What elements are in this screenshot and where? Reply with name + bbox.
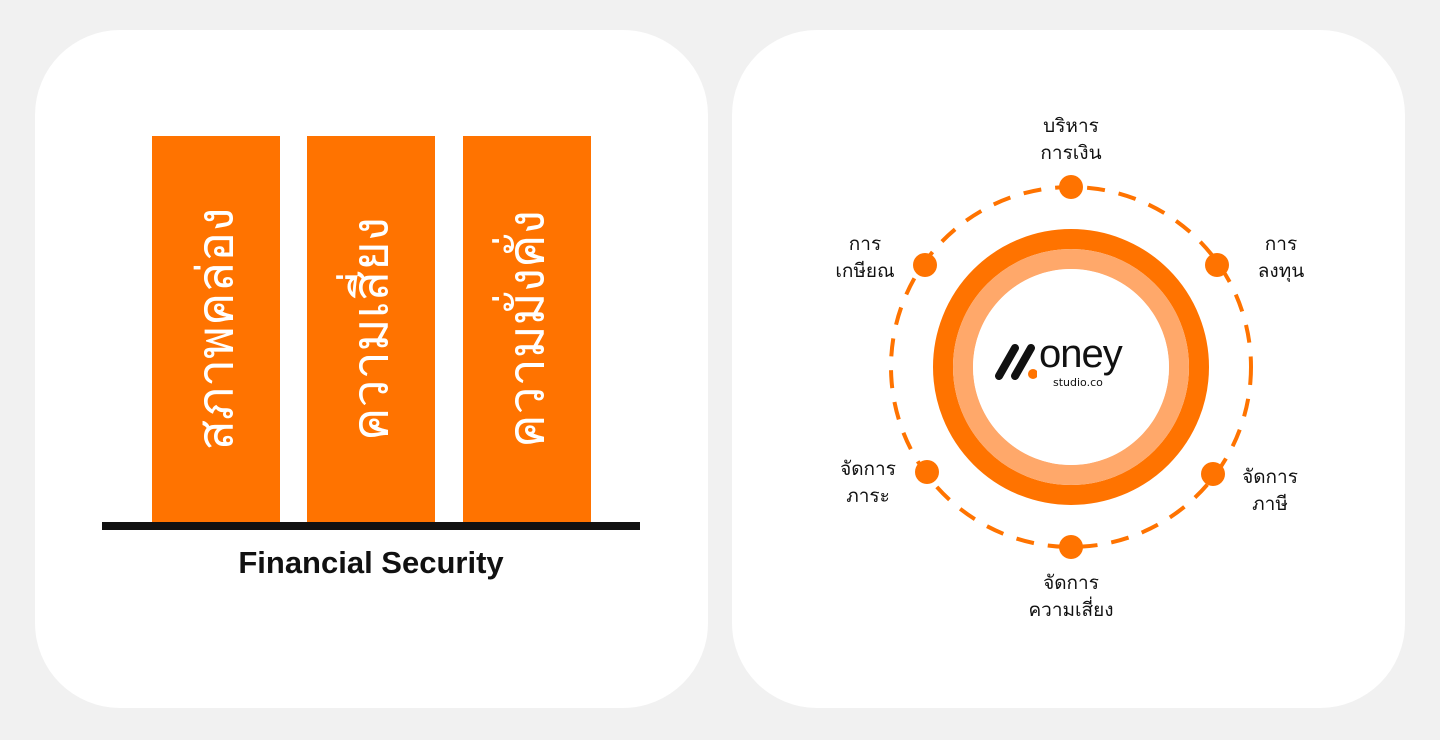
node-dot xyxy=(915,460,939,484)
logo-subtext: studio.co xyxy=(1053,376,1103,389)
node-dot xyxy=(1059,535,1083,559)
node-dot xyxy=(913,253,937,277)
node-dot xyxy=(1201,462,1225,486)
node-label-investment: การลงทุน xyxy=(1257,233,1305,282)
pillar-risk: ความเสี่ยง xyxy=(307,136,435,522)
node-label-risk: จัดการความเสี่ยง xyxy=(1028,572,1114,621)
node-label-retirement: การเกษียณ xyxy=(835,233,895,282)
logo-m-icon xyxy=(995,344,1037,380)
logo-text: oney xyxy=(1039,332,1123,376)
node-label-debt: จัดการภาระ xyxy=(840,458,896,507)
node-label-tax: จัดการภาษี xyxy=(1242,466,1298,515)
money-studio-logo: oney studio.co xyxy=(993,334,1153,392)
outer-ring xyxy=(933,229,1209,505)
pillar-wealth: ความมั่งคั่ง xyxy=(463,136,591,522)
node-dot xyxy=(1205,253,1229,277)
pillar-liquidity: สภาพคล่อง xyxy=(152,136,280,522)
node-label-finance: บริหารการเงิน xyxy=(1040,115,1102,164)
center-disc xyxy=(973,269,1169,465)
inner-ring xyxy=(953,249,1189,485)
foundation-line xyxy=(102,522,640,530)
node-dot xyxy=(1059,175,1083,199)
caption: Financial Security xyxy=(238,545,504,580)
